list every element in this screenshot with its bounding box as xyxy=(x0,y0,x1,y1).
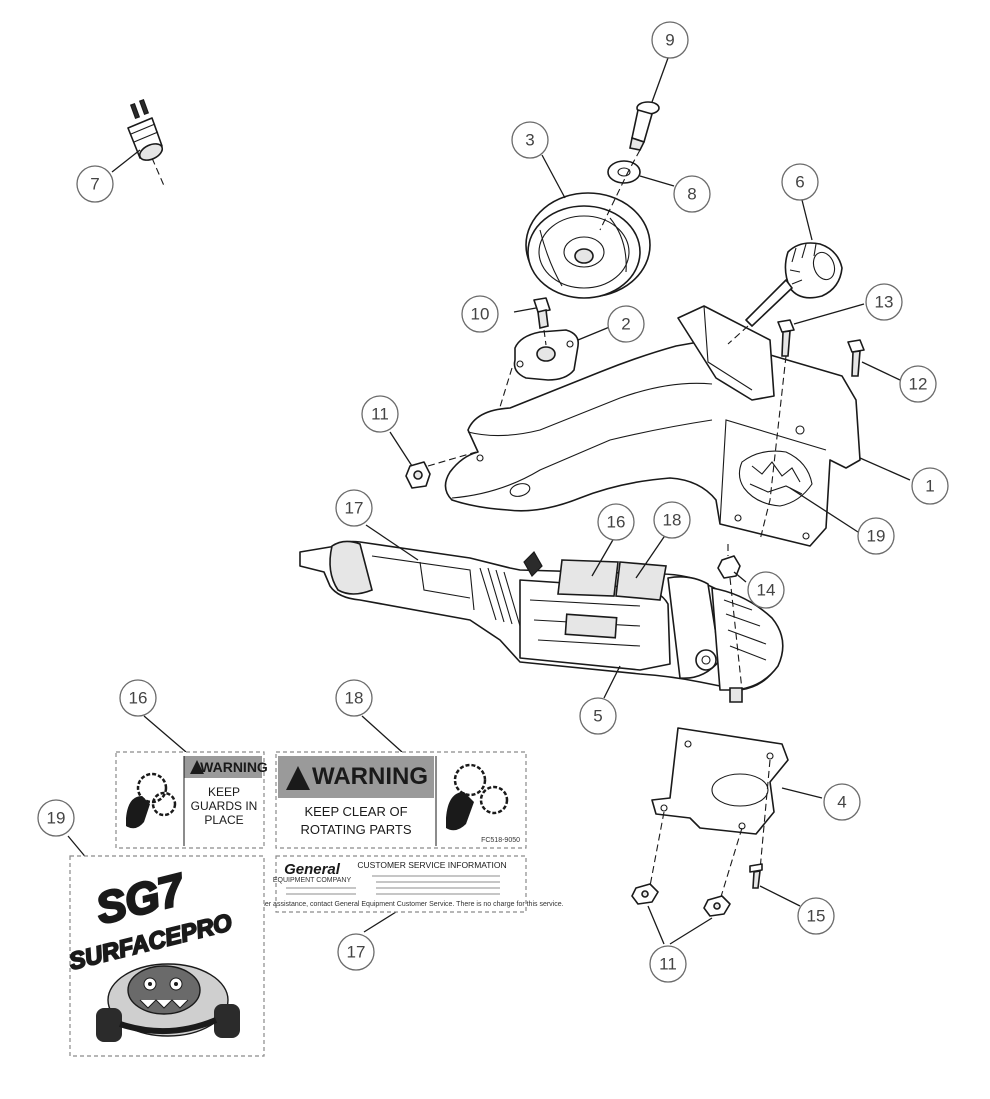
hex-nut-upper xyxy=(405,461,431,489)
adjustment-knob xyxy=(745,242,843,327)
balloon-19-bracket: 19 xyxy=(857,517,895,555)
power-plug xyxy=(127,98,164,161)
balloon-7: 7 xyxy=(76,165,114,203)
balloon-label-18-decal: 18 xyxy=(345,689,364,708)
balloon-11-lower: 11 xyxy=(649,945,687,983)
leader-lines xyxy=(67,57,911,945)
balloon-19-decal: 19 xyxy=(37,799,75,837)
hex-bolt-side xyxy=(847,339,865,377)
wheel xyxy=(525,192,651,299)
balloon-3: 3 xyxy=(511,121,549,159)
decal-service-title: CUSTOMER SERVICE INFORMATION xyxy=(357,860,506,870)
hub-plate xyxy=(513,329,580,381)
balloon-label-11-upper: 11 xyxy=(371,405,389,424)
balloon-15: 15 xyxy=(797,897,835,935)
balloon-label-16-decal: 16 xyxy=(129,689,148,708)
decal-small-header: WARNING xyxy=(200,759,268,775)
balloon-label-18-grinder: 18 xyxy=(663,511,682,530)
screw-15 xyxy=(749,863,763,889)
decal-large-line-1: KEEP CLEAR OF xyxy=(304,804,407,819)
balloon-label-3: 3 xyxy=(525,131,534,150)
decal-small-line-2: GUARDS IN xyxy=(191,799,258,813)
decal-large-code: FC518-9050 xyxy=(481,837,520,844)
balloon-label-17-grinder: 17 xyxy=(345,499,364,518)
grinder-decal-16 xyxy=(557,559,619,597)
decal-customer-service: General EQUIPMENT COMPANY CUSTOMER SERVI… xyxy=(238,855,564,913)
balloon-18-decal: 18 xyxy=(335,679,373,717)
balloon-label-1: 1 xyxy=(925,477,934,496)
decal-warning-small: ! WARNING KEEP GUARDS IN PLACE xyxy=(115,751,268,849)
decal-brand: General xyxy=(284,861,341,878)
monster-mascot-icon xyxy=(96,963,240,1042)
hex-nut-lower-left xyxy=(631,883,659,905)
washer xyxy=(607,160,641,184)
balloon-label-6: 6 xyxy=(795,173,804,192)
decal-small-line-1: KEEP xyxy=(208,785,240,799)
grinder-decal-18 xyxy=(615,561,667,601)
balloon-4: 4 xyxy=(823,783,861,821)
balloon-label-8: 8 xyxy=(687,185,696,204)
balloon-label-13: 13 xyxy=(875,293,894,312)
balloon-label-11-lower: 11 xyxy=(659,955,677,974)
balloon-1: 1 xyxy=(911,467,949,505)
decal-brand-sub: EQUIPMENT COMPANY xyxy=(273,877,352,884)
balloon-label-5: 5 xyxy=(593,707,602,726)
power-cord xyxy=(151,157,301,560)
balloon-16-grinder: 16 xyxy=(597,503,635,541)
mounting-plate xyxy=(651,727,789,835)
balloon-13: 13 xyxy=(865,283,903,321)
balloon-label-17-decal: 17 xyxy=(347,943,366,962)
balloon-label-15: 15 xyxy=(807,907,826,926)
decal-logo: SG7 SURFACEPRO xyxy=(66,855,265,1057)
balloon-label-19-decal: 19 xyxy=(47,809,66,828)
hex-bolt-top xyxy=(777,319,795,357)
balloon-label-14: 14 xyxy=(757,581,776,600)
gear-hand-hazard-icon xyxy=(126,772,177,829)
balloon-label-9: 9 xyxy=(665,31,674,50)
warning-triangle-icon: ! xyxy=(197,768,198,774)
balloon-12: 12 xyxy=(899,365,937,403)
balloon-label-16-grinder: 16 xyxy=(607,513,626,532)
balloon-10: 10 xyxy=(461,295,499,333)
balloon-8: 8 xyxy=(673,175,711,213)
decal-large-line-2: ROTATING PARTS xyxy=(301,822,412,837)
balloon-11-upper: 11 xyxy=(361,395,399,433)
balloon-label-2: 2 xyxy=(621,315,630,334)
balloon-label-12: 12 xyxy=(909,375,928,394)
balloon-9: 9 xyxy=(651,21,689,59)
balloon-label-19-bracket: 19 xyxy=(867,527,886,546)
balloon-14: 14 xyxy=(747,571,785,609)
angle-grinder xyxy=(299,540,784,703)
balloon-label-7: 7 xyxy=(90,175,99,194)
hex-nut-lower-right xyxy=(703,895,731,917)
decal-service-footer: For further assistance, contact General … xyxy=(238,901,563,908)
hex-bolt-small xyxy=(533,297,551,329)
axle-pin xyxy=(629,101,660,151)
balloon-label-4: 4 xyxy=(837,793,846,812)
gear-hand-hazard-icon xyxy=(446,763,509,831)
decal-warning-large: WARNING KEEP CLEAR OF ROTATING PARTS FC5… xyxy=(275,751,527,849)
decal-small-line-3: PLACE xyxy=(204,813,243,827)
balloon-16-decal: 16 xyxy=(119,679,157,717)
balloon-label-10: 10 xyxy=(471,305,490,324)
decal-large-header: WARNING xyxy=(312,763,428,790)
balloon-17-grinder: 17 xyxy=(335,489,373,527)
balloon-6: 6 xyxy=(781,163,819,201)
balloon-17-decal: 17 xyxy=(337,933,375,971)
balloon-2: 2 xyxy=(607,305,645,343)
bracket-arm xyxy=(444,305,861,547)
balloon-18-grinder: 18 xyxy=(653,501,691,539)
balloon-5: 5 xyxy=(579,697,617,735)
